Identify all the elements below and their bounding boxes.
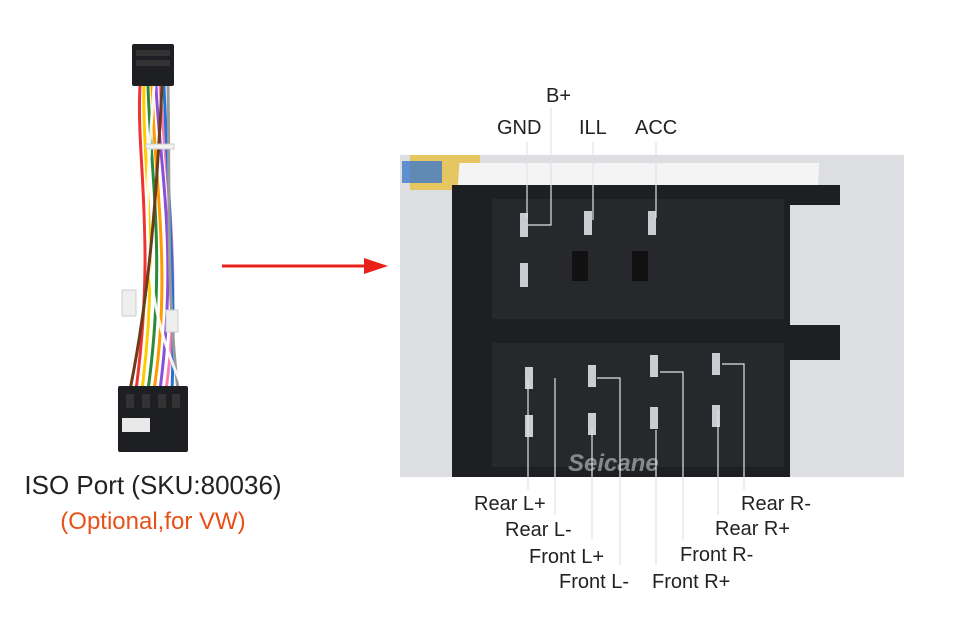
label-front-r-plus: Front R+ <box>652 571 731 593</box>
label-rear-l-plus: Rear L+ <box>474 493 546 515</box>
label-ill: ILL <box>579 117 607 139</box>
label-acc: ACC <box>635 117 678 139</box>
label-rear-l-minus: Rear L- <box>505 519 572 541</box>
label-front-r-minus: Front R- <box>680 544 754 566</box>
product-subtitle: (Optional,for VW) <box>60 508 246 535</box>
label-front-l-minus: Front L- <box>559 571 630 593</box>
iso-harness-cable-image <box>118 44 188 452</box>
label-rear-r-plus: Rear R+ <box>715 518 791 540</box>
label-rear-r-minus: Rear R- <box>741 493 812 515</box>
arrow-right-icon <box>222 258 388 274</box>
label-gnd: GND <box>497 117 542 139</box>
product-title: ISO Port (SKU:80036) <box>24 470 282 500</box>
watermark-text: Seicane <box>568 450 659 477</box>
label-b-plus: B+ <box>546 85 572 107</box>
connector-photo: Seicane <box>400 155 904 477</box>
label-front-l-plus: Front L+ <box>529 546 605 568</box>
